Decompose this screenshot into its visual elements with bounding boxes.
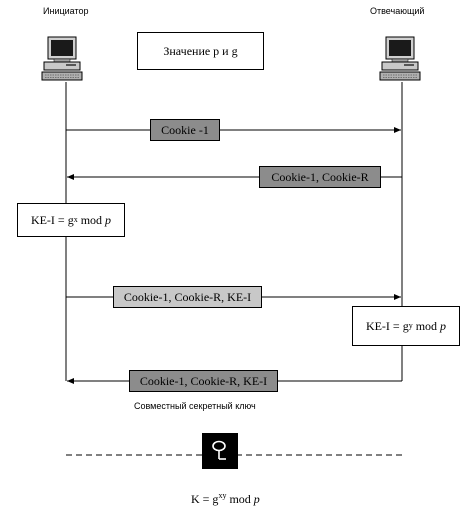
message-3: Cookie-1, Cookie-R, KE-I	[113, 286, 262, 308]
message-1: Cookie -1	[150, 119, 220, 141]
initiator-computer-icon	[40, 36, 84, 82]
final-key-exponent: xy	[218, 491, 227, 500]
initiator-label: Инициатор	[43, 6, 89, 16]
message-4: Cookie-1, Cookie-R, KE-I	[129, 370, 278, 392]
message-2: Cookie-1, Cookie-R	[259, 166, 381, 188]
final-key-prefix: K = g	[191, 492, 219, 506]
ke-initiator-modulus: p	[105, 212, 112, 227]
ke-responder-modulus: p	[440, 318, 447, 333]
final-key-modulus: p	[253, 492, 260, 506]
ke-responder-prefix: KE-I = g	[365, 318, 409, 333]
responder-label: Отвечающий	[370, 6, 425, 16]
final-key-formula: K = gxy mod p	[191, 492, 260, 507]
shared-secret-caption: Совместный секретный ключ	[134, 401, 256, 411]
responder-computer-icon	[378, 36, 422, 82]
final-key-suffix: mod	[226, 492, 254, 506]
ke-initiator-suffix: mod	[77, 212, 106, 227]
params-box: Значение p и g	[137, 32, 264, 70]
ke-responder-suffix: mod	[412, 318, 441, 333]
ke-initiator-prefix: KE-I = g	[30, 212, 74, 227]
key-icon	[202, 433, 238, 469]
